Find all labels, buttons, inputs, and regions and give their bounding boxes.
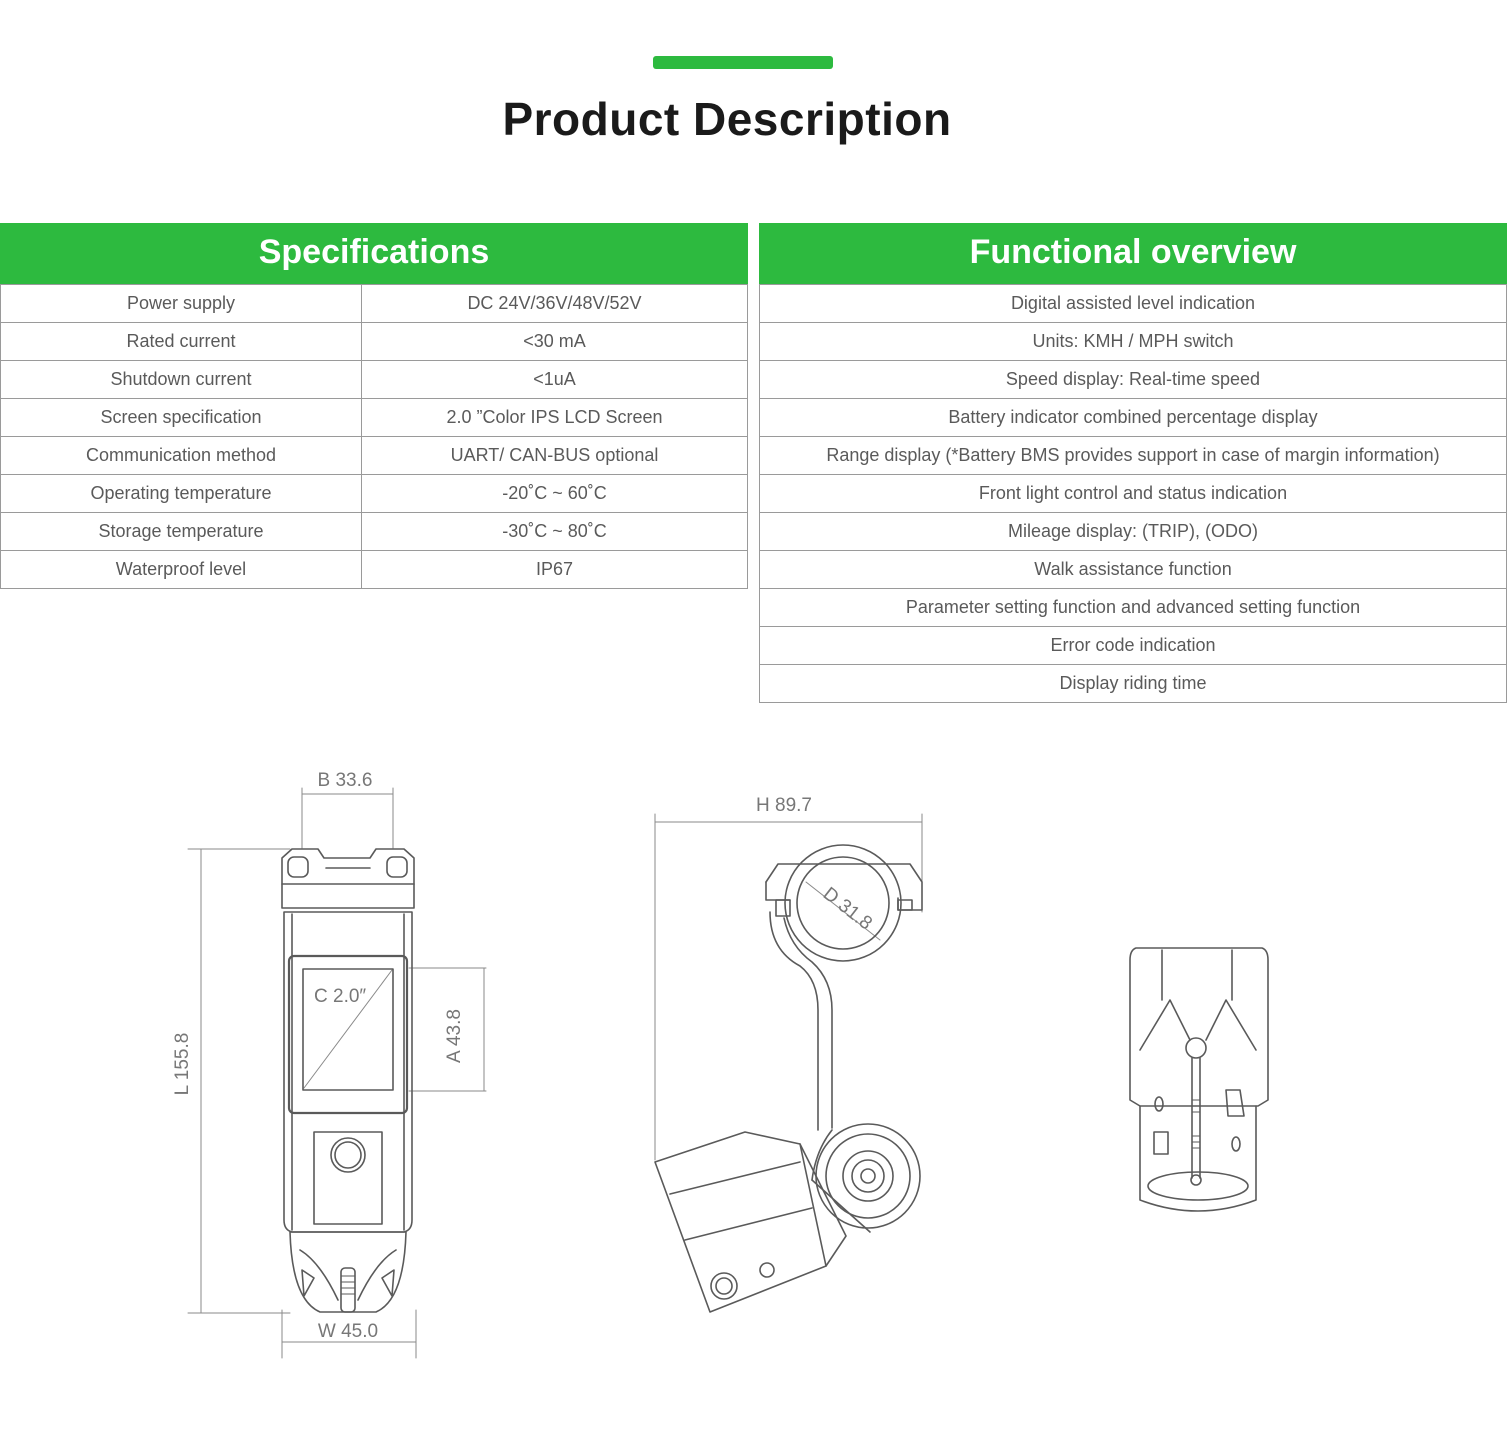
- table-row: Range display (*Battery BMS provides sup…: [759, 436, 1507, 475]
- dimension-a-label: A 43.8: [444, 1009, 465, 1063]
- table-row: Rated current<30 mA: [0, 322, 748, 361]
- function-item: Display riding time: [759, 664, 1507, 703]
- function-item: Digital assisted level indication: [759, 284, 1507, 323]
- functional-overview-header: Functional overview: [759, 223, 1507, 284]
- function-item: Error code indication: [759, 626, 1507, 665]
- function-item: Speed display: Real-time speed: [759, 360, 1507, 399]
- spec-label: Operating temperature: [0, 474, 362, 513]
- dimension-b-label: B 33.6: [318, 770, 373, 791]
- specifications-header: Specifications: [0, 223, 748, 284]
- function-item: Units: KMH / MPH switch: [759, 322, 1507, 361]
- function-item: Mileage display: (TRIP), (ODO): [759, 512, 1507, 551]
- table-row: Shutdown current<1uA: [0, 360, 748, 399]
- functional-overview-table: Digital assisted level indication Units:…: [759, 284, 1507, 703]
- dimension-c-label: C 2.0″: [314, 986, 366, 1007]
- function-item: Battery indicator combined percentage di…: [759, 398, 1507, 437]
- spec-value: UART/ CAN-BUS optional: [361, 436, 748, 475]
- spec-value: -30˚C ~ 80˚C: [361, 512, 748, 551]
- spec-label: Waterproof level: [0, 550, 362, 589]
- spec-value: <1uA: [361, 360, 748, 399]
- table-row: Parameter setting function and advanced …: [759, 588, 1507, 627]
- table-row: Storage temperature-30˚C ~ 80˚C: [0, 512, 748, 551]
- spec-label: Storage temperature: [0, 512, 362, 551]
- dimension-d-label: D 31.8: [819, 883, 876, 934]
- function-item: Range display (*Battery BMS provides sup…: [759, 436, 1507, 475]
- table-row: Operating temperature-20˚C ~ 60˚C: [0, 474, 748, 513]
- spec-value: DC 24V/36V/48V/52V: [361, 284, 748, 323]
- spec-label: Communication method: [0, 436, 362, 475]
- table-row: Display riding time: [759, 664, 1507, 703]
- front-view-drawing: [187, 787, 487, 1359]
- dimension-h-label: H 89.7: [756, 795, 812, 816]
- spec-label: Power supply: [0, 284, 362, 323]
- table-row: Battery indicator combined percentage di…: [759, 398, 1507, 437]
- table-row: Units: KMH / MPH switch: [759, 322, 1507, 361]
- accent-bar: [653, 56, 833, 69]
- dimension-l-label: L 155.8: [172, 1033, 193, 1096]
- table-row: Mileage display: (TRIP), (ODO): [759, 512, 1507, 551]
- functional-overview-panel: Functional overview Digital assisted lev…: [759, 223, 1507, 703]
- spec-value: -20˚C ~ 60˚C: [361, 474, 748, 513]
- technical-drawings: B 33.6 L 155.8 C 2.0″ A 43.8 W 45.0 H 89…: [172, 770, 1269, 1359]
- function-item: Parameter setting function and advanced …: [759, 588, 1507, 627]
- table-row: Walk assistance function: [759, 550, 1507, 589]
- dimension-w-label: W 45.0: [318, 1321, 378, 1342]
- page-title: Product Description: [502, 93, 952, 145]
- back-view-drawing: [1129, 947, 1269, 1212]
- table-row: Front light control and status indicatio…: [759, 474, 1507, 513]
- side-view-drawing: [654, 813, 923, 1313]
- function-item: Walk assistance function: [759, 550, 1507, 589]
- spec-value: <30 mA: [361, 322, 748, 361]
- spec-label: Rated current: [0, 322, 362, 361]
- table-row: Speed display: Real-time speed: [759, 360, 1507, 399]
- table-row: Digital assisted level indication: [759, 284, 1507, 323]
- spec-value: IP67: [361, 550, 748, 589]
- spec-label: Screen specification: [0, 398, 362, 437]
- table-row: Error code indication: [759, 626, 1507, 665]
- function-item: Front light control and status indicatio…: [759, 474, 1507, 513]
- spec-value: 2.0 ”Color IPS LCD Screen: [361, 398, 748, 437]
- spec-label: Shutdown current: [0, 360, 362, 399]
